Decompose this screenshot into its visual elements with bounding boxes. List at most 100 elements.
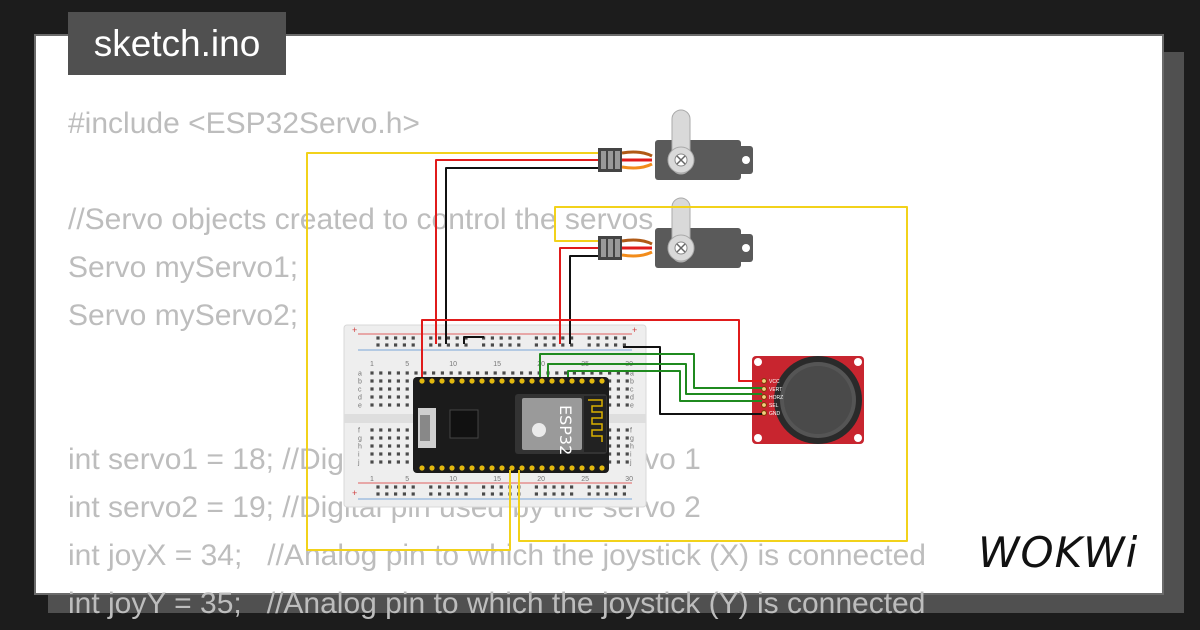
breadboard-hole (570, 492, 574, 496)
breadboard-hole (490, 336, 494, 340)
breadboard-hole (446, 336, 450, 340)
esp32-pin (549, 465, 555, 471)
breadboard-hole (608, 379, 612, 383)
breadboard-hole (411, 485, 415, 489)
joystick-pin (761, 394, 767, 400)
breadboard-hole (528, 371, 532, 375)
breadboard-hole (622, 336, 626, 340)
breadboard-hole (564, 371, 568, 375)
breadboard-row-label: h (358, 444, 362, 451)
joystick-pin (761, 402, 767, 408)
code-line: int joyY = 35; //Analog pin to which the… (68, 587, 926, 620)
breadboard-hole (587, 336, 591, 340)
esp32-pin (599, 378, 605, 384)
code-line: #include <ESP32Servo.h> (68, 107, 420, 140)
breadboard-column-label: 1 (370, 361, 374, 368)
breadboard-hole (411, 343, 415, 347)
breadboard-hole (625, 436, 629, 440)
breadboard-hole (411, 336, 415, 340)
code-line: //Servo objects created to control the s… (68, 203, 654, 236)
wire-black-joystick-gnd (623, 346, 762, 415)
breadboard-hole (482, 485, 486, 489)
breadboard-hole (552, 492, 556, 496)
breadboard-hole (590, 371, 594, 375)
breadboard-hole (608, 444, 612, 448)
breadboard-hole (605, 336, 609, 340)
breadboard-row-label: g (358, 436, 362, 443)
breadboard-column-label: 10 (449, 361, 457, 368)
breadboard-hole (423, 371, 427, 375)
breadboard-hole (616, 444, 620, 448)
breadboard-row-label: j (357, 460, 360, 467)
joystick-pin-label: GND (769, 411, 781, 417)
breadboard-hole (379, 436, 383, 440)
breadboard-hole (608, 403, 612, 407)
breadboard-hole (490, 343, 494, 347)
breadboard-hole (608, 371, 612, 375)
breadboard-hole (572, 371, 576, 375)
breadboard-hole (608, 395, 612, 399)
breadboard-hole (570, 336, 574, 340)
breadboard-hole (370, 452, 374, 456)
breadboard-hole (405, 444, 409, 448)
joystick-pin-label: SEL (769, 403, 779, 409)
breadboard-hole (449, 371, 453, 375)
breadboard-row-label: c (630, 387, 634, 394)
breadboard-hole (464, 492, 468, 496)
breadboard-hole (570, 485, 574, 489)
breadboard-hole (625, 395, 629, 399)
breadboard-hole (402, 492, 406, 496)
breadboard-hole (370, 444, 374, 448)
breadboard-hole (455, 485, 459, 489)
breadboard-hole (552, 485, 556, 489)
breadboard-hole (411, 492, 415, 496)
breadboard-hole (511, 371, 515, 375)
joystick-pin (761, 386, 767, 392)
breadboard-hole (608, 428, 612, 432)
breadboard-hole (625, 371, 629, 375)
breadboard-hole (405, 452, 409, 456)
wokwi-logo: WOKWi (978, 528, 1139, 577)
breadboard-row-label: a (358, 371, 362, 378)
breadboard-hole (484, 371, 488, 375)
breadboard-row-label: d (358, 395, 362, 402)
breadboard-hole (616, 403, 620, 407)
breadboard-hole (388, 395, 392, 399)
breadboard-hole (396, 379, 400, 383)
breadboard-hole (555, 371, 559, 375)
breadboard-hole (376, 336, 380, 340)
esp32-pin (439, 378, 445, 384)
breadboard-hole (396, 444, 400, 448)
breadboard-hole (446, 485, 450, 489)
breadboard-column-label: 15 (493, 476, 501, 483)
esp32-pin (489, 378, 495, 384)
breadboard-hole (464, 485, 468, 489)
wire-green-joystick-sel (567, 370, 762, 402)
breadboard-hole (499, 492, 503, 496)
esp32-pin (499, 378, 505, 384)
wire-black-ground-rail (463, 336, 484, 344)
wire-green-joystick-horz (547, 363, 762, 395)
breadboard-hole (599, 371, 603, 375)
breadboard-hole (438, 343, 442, 347)
breadboard-hole (405, 395, 409, 399)
breadboard-hole (596, 343, 600, 347)
breadboard-hole (543, 492, 547, 496)
esp32-pin (519, 465, 525, 471)
breadboard-hole (379, 460, 383, 464)
breadboard-hole (379, 428, 383, 432)
breadboard-hole (396, 428, 400, 432)
breadboard-hole (388, 436, 392, 440)
esp32-pin (569, 378, 575, 384)
code-line: int joyX = 34; //Analog pin to which the… (68, 539, 926, 572)
breadboard-hole (561, 336, 565, 340)
servo-motor-2 (598, 197, 753, 268)
breadboard-hole (438, 336, 442, 340)
breadboard-hole (508, 336, 512, 340)
breadboard-hole (405, 460, 409, 464)
breadboard-row-label: c (358, 387, 362, 394)
breadboard-hole (625, 428, 629, 432)
esp32-pin (579, 465, 585, 471)
